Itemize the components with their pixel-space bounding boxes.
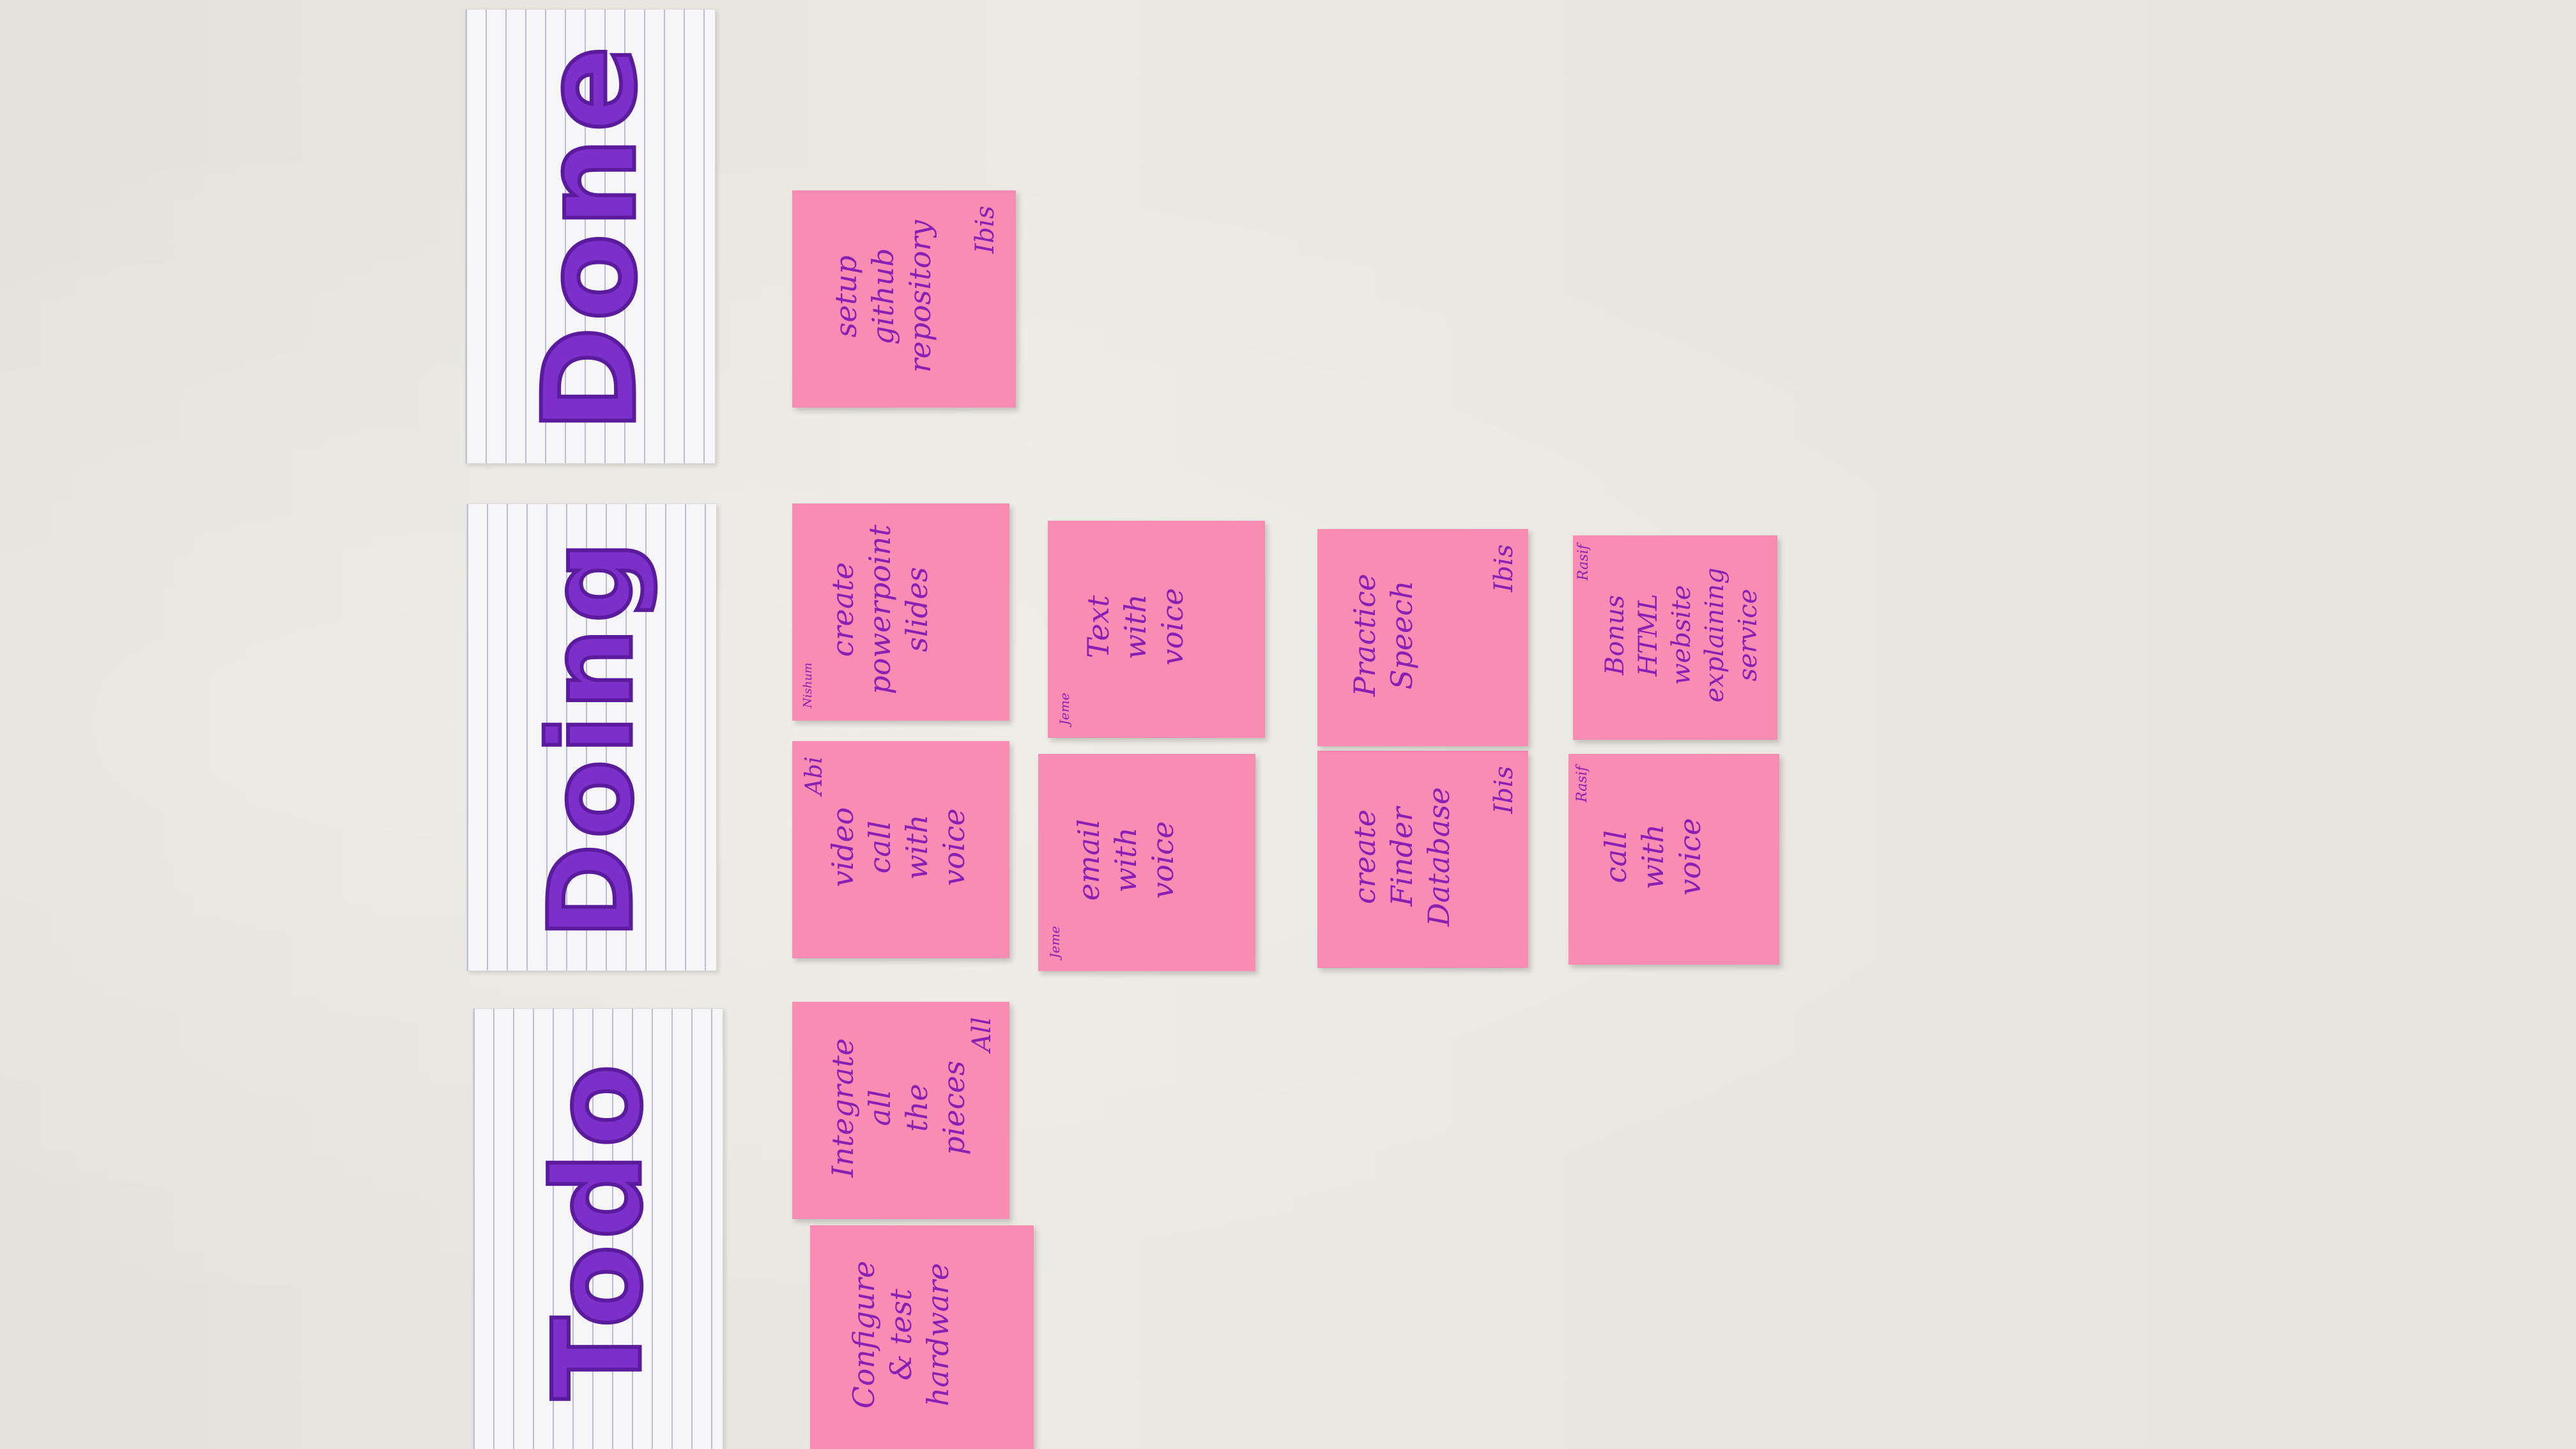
sticky-note[interactable]: video call with voice Abi — [792, 741, 1009, 958]
sticky-note-owner: Jeme — [1047, 926, 1062, 958]
sticky-note-owner: Rasif — [1574, 766, 1590, 802]
sticky-note[interactable]: Bonus HTML website explaining service Ra… — [1573, 535, 1777, 740]
sticky-note-content: video call with voice Abi — [799, 747, 1003, 952]
sticky-note-owner: Abi — [801, 756, 827, 795]
todo-header-card: Todo — [473, 1008, 723, 1449]
sticky-note[interactable]: setup github repository Ibis — [792, 190, 1016, 408]
sticky-note-content: create powerpoint slides Nishum — [799, 510, 1003, 714]
sticky-note-owner: All — [967, 1017, 997, 1052]
sticky-note[interactable]: create powerpoint slides Nishum — [792, 503, 1009, 721]
sticky-note-text: Configure & test hardware — [847, 1261, 955, 1409]
sticky-note-content: Text with voice Jeme — [1054, 527, 1259, 732]
done-header-label: Done — [514, 38, 667, 434]
sticky-note-content: email with voice Jeme — [1045, 760, 1249, 965]
sticky-note-owner: Ibis — [1489, 544, 1519, 592]
sticky-note[interactable]: Integrate all the pieces All — [792, 1002, 1009, 1219]
done-header-card: Done — [465, 9, 716, 464]
sticky-note[interactable]: Configure & test hardware — [810, 1225, 1034, 1449]
sticky-note-text: setup github repository — [829, 220, 937, 373]
sticky-note-owner: Jeme — [1057, 693, 1072, 725]
sticky-note-text: create Finder Database — [1347, 787, 1456, 926]
sticky-note-text: call with voice — [1598, 818, 1707, 896]
sticky-note-content: call with voice Rasif — [1572, 757, 1776, 962]
sticky-note-content: Integrate all the pieces All — [799, 1008, 1003, 1213]
sticky-note-text: Bonus HTML website explaining service — [1600, 567, 1763, 703]
sticky-note-text: Practice Speech — [1347, 573, 1419, 697]
sticky-note-owner: Nishum — [801, 663, 815, 708]
sticky-note-content: Configure & test hardware — [820, 1235, 1024, 1439]
sticky-note-owner: Ibis — [970, 206, 1000, 254]
sticky-note-content: create Finder Database Ibis — [1321, 757, 1525, 962]
doing-header-label: Doing — [523, 533, 661, 941]
sticky-note-owner: Rasif — [1575, 544, 1591, 581]
sticky-note-owner: Ibis — [1489, 766, 1519, 814]
sticky-note-text: Integrate all the pieces — [825, 1038, 971, 1178]
sticky-note-content: Practice Speech Ibis — [1321, 535, 1525, 740]
sticky-note[interactable]: email with voice Jeme — [1038, 754, 1255, 971]
sticky-note[interactable]: create Finder Database Ibis — [1317, 751, 1528, 968]
doing-header-card: Doing — [466, 503, 717, 971]
sticky-note-text: video call with voice — [825, 807, 971, 887]
sticky-note-text: create powerpoint slides — [825, 525, 934, 694]
sticky-note-text: email with voice — [1071, 819, 1180, 901]
sticky-note[interactable]: Practice Speech Ibis — [1317, 529, 1528, 746]
sticky-note[interactable]: Text with voice Jeme — [1048, 521, 1265, 738]
sticky-note-text: Text with voice — [1081, 588, 1190, 666]
sticky-note-content: Bonus HTML website explaining service Ra… — [1573, 535, 1777, 740]
sticky-note[interactable]: call with voice Rasif — [1568, 754, 1779, 965]
todo-header-label: Todo — [526, 1057, 671, 1401]
sticky-note-content: setup github repository Ibis — [802, 197, 1006, 401]
